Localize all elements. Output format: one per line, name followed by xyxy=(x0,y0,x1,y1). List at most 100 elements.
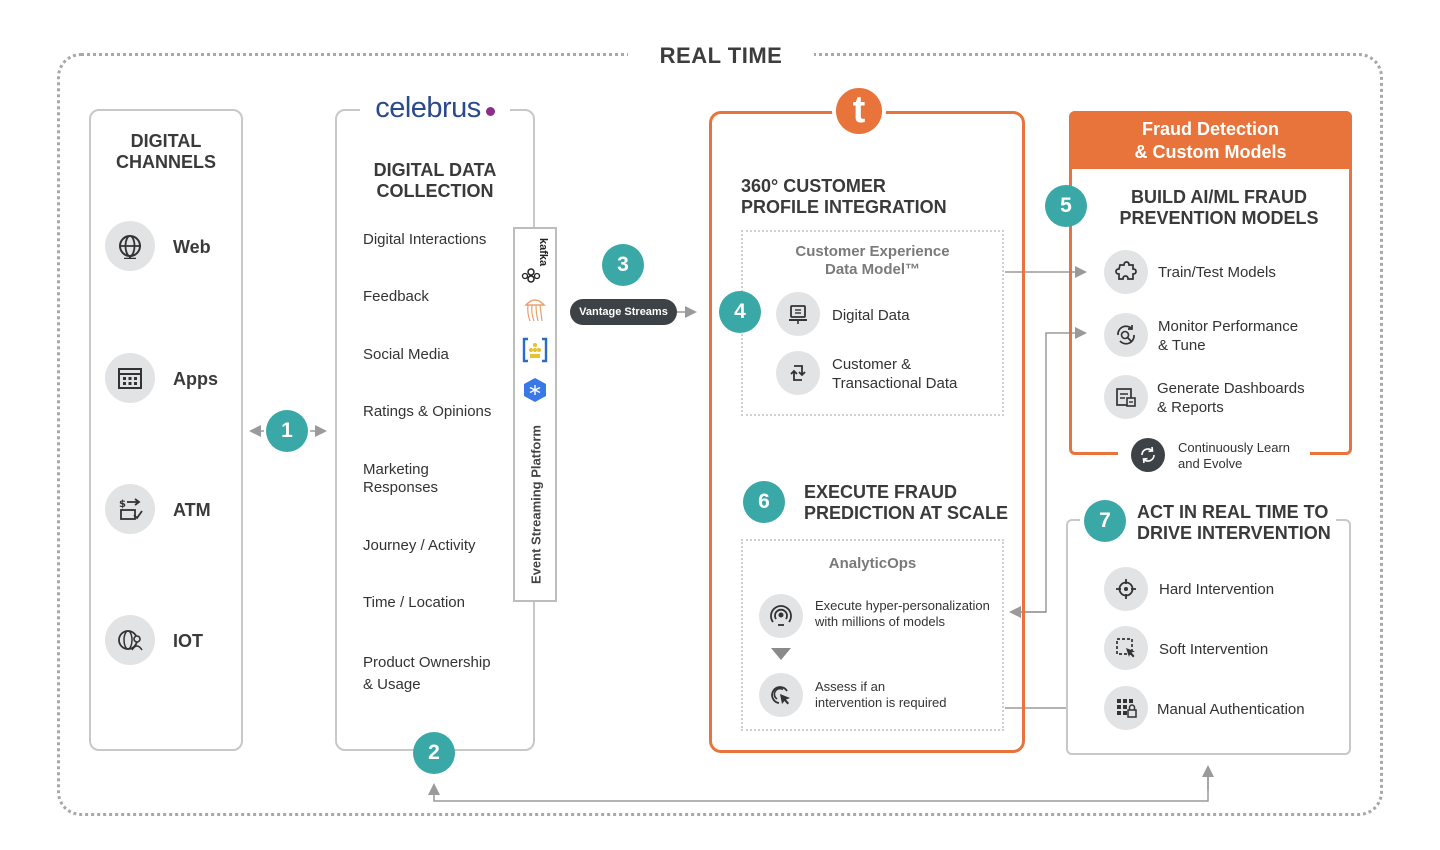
keypad-auth-icon xyxy=(1104,686,1148,730)
execute-personalization-text: Execute hyper-personalization with milli… xyxy=(815,598,990,630)
vantage-streams-pill: Vantage Streams xyxy=(570,299,677,325)
data-model-title: Customer Experience Data Model™ xyxy=(741,243,1004,279)
collection-item: Responses xyxy=(363,479,439,496)
customer-transactional-label: Customer & Transactional Data xyxy=(832,355,957,393)
text-line: with millions of models xyxy=(815,614,946,629)
cycle-arrows-icon xyxy=(1131,438,1165,472)
event-streaming-strip xyxy=(513,227,557,602)
step-badge-5: 5 xyxy=(1045,185,1087,227)
title-line: Customer Experience xyxy=(795,243,950,260)
title-line: COLLECTION xyxy=(376,181,494,201)
svg-text:kafka: kafka xyxy=(537,238,549,267)
step-badge-6: 6 xyxy=(743,481,785,523)
analyticops-title: AnalyticOps xyxy=(828,555,917,572)
collection-item: Journey / Activity xyxy=(363,537,476,554)
title-line: DIGITAL DATA xyxy=(373,160,497,180)
collection-item: Feedback xyxy=(363,288,429,305)
assess-cursor-icon xyxy=(759,673,803,717)
soft-intervention-label: Soft Intervention xyxy=(1159,641,1269,658)
collection-item: Social Media xyxy=(363,346,449,363)
title-line: PREVENTION MODELS xyxy=(1119,208,1319,228)
title-line: EXECUTE FRAUD xyxy=(804,482,958,502)
profile-title: 360° CUSTOMER PROFILE INTEGRATION xyxy=(741,176,947,218)
header-line: Fraud Detection xyxy=(1141,119,1279,139)
channel-apps-label: Apps xyxy=(173,369,218,389)
monitor-refresh-icon xyxy=(1104,313,1148,357)
title-line: ACT IN REAL TIME TO xyxy=(1137,502,1329,522)
channel-atm-label: ATM xyxy=(173,500,211,520)
fraud-detection-header: Fraud Detection & Custom Models xyxy=(1069,111,1352,169)
hexagon-logo-icon xyxy=(522,377,548,403)
teradata-logo-icon: t xyxy=(832,84,886,138)
celebrus-wordmark: celebrus xyxy=(375,91,481,124)
collection-item: Digital Interactions xyxy=(363,231,487,248)
crosshair-icon xyxy=(1104,567,1148,611)
jellyfish-logo-icon xyxy=(522,295,548,323)
label-line: & Tune xyxy=(1158,337,1206,354)
title-line: BUILD AI/ML FRAUD xyxy=(1131,187,1307,207)
collection-item: Ratings & Opinions xyxy=(363,403,492,420)
text-line: Continuously Learn xyxy=(1178,440,1291,455)
laptop-data-icon xyxy=(776,292,820,336)
hard-intervention-label: Hard Intervention xyxy=(1159,581,1275,598)
step-badge-2: 2 xyxy=(413,732,455,774)
collection-item: Product Ownership xyxy=(363,654,491,671)
step-badge-7: 7 xyxy=(1084,500,1126,542)
execute-title: EXECUTE FRAUD PREDICTION AT SCALE xyxy=(804,482,1008,524)
transaction-sync-icon xyxy=(776,351,820,395)
label-line: Generate Dashboards xyxy=(1157,380,1305,397)
bracket-logo-icon xyxy=(521,336,549,364)
label-line: Customer & xyxy=(832,356,912,373)
data-collection-title: DIGITAL DATA COLLECTION xyxy=(335,160,535,202)
text-line: Execute hyper-personalization xyxy=(815,598,990,613)
manual-authentication-label: Manual Authentication xyxy=(1157,701,1305,718)
collection-item: Time / Location xyxy=(363,594,465,611)
label-line: & Reports xyxy=(1157,399,1224,416)
dashboards-reports-label: Generate Dashboards & Reports xyxy=(1157,379,1305,417)
down-triangle-icon xyxy=(771,648,791,660)
digital-channels-title: DIGITAL CHANNELS xyxy=(89,131,243,173)
digital-data-label: Digital Data xyxy=(832,307,910,324)
title-line: 360° CUSTOMER xyxy=(741,176,886,196)
text-line: intervention is required xyxy=(815,695,947,710)
title-line: DIGITAL xyxy=(130,131,202,151)
title-line: PROFILE INTEGRATION xyxy=(741,197,947,217)
calendar-grid-icon xyxy=(105,353,155,403)
title-line: PREDICTION AT SCALE xyxy=(804,503,1009,523)
label-line: Monitor Performance xyxy=(1158,318,1299,335)
teradata-logo-letter: t xyxy=(852,89,866,131)
kafka-logo-icon: kafka xyxy=(520,234,550,284)
collection-item: & Usage xyxy=(363,676,421,693)
learn-evolve-text: Continuously Learn and Evolve xyxy=(1178,440,1290,472)
broadcast-target-icon xyxy=(759,594,803,638)
header-line: & Custom Models xyxy=(1134,142,1287,162)
text-line: Assess if an xyxy=(815,679,886,694)
globe-icon xyxy=(105,221,155,271)
step-badge-4: 4 xyxy=(719,291,761,333)
celebrus-dot-icon xyxy=(485,106,495,116)
title-line: Data Model™ xyxy=(824,261,920,278)
collection-item: Marketing xyxy=(363,461,429,478)
event-streaming-text: Event Streaming Platform xyxy=(528,425,544,584)
iot-globe-person-icon xyxy=(105,615,155,665)
monitor-tune-label: Monitor Performance & Tune xyxy=(1158,317,1298,355)
svg-text:$: $ xyxy=(119,499,126,510)
channel-web-label: Web xyxy=(173,237,211,257)
act-title: ACT IN REAL TIME TO DRIVE INTERVENTION xyxy=(1137,502,1331,544)
train-test-label: Train/Test Models xyxy=(1158,264,1276,281)
analyticops-box xyxy=(741,539,1004,731)
step-badge-1: 1 xyxy=(266,410,308,452)
atm-transfer-icon: $ xyxy=(105,484,155,534)
label-line: Transactional Data xyxy=(832,375,958,392)
dashboard-report-icon xyxy=(1104,375,1148,419)
step-badge-3: 3 xyxy=(602,244,644,286)
title-line: CHANNELS xyxy=(115,152,216,172)
selection-cursor-icon xyxy=(1104,626,1148,670)
celebrus-logo: celebrus xyxy=(360,88,510,128)
channel-iot-label: IOT xyxy=(173,631,203,651)
build-models-title: BUILD AI/ML FRAUD PREVENTION MODELS xyxy=(1100,187,1338,229)
assess-intervention-text: Assess if an intervention is required xyxy=(815,679,947,711)
text-line: and Evolve xyxy=(1178,456,1243,471)
puzzle-icon xyxy=(1104,250,1148,294)
real-time-title: REAL TIME xyxy=(628,40,814,72)
